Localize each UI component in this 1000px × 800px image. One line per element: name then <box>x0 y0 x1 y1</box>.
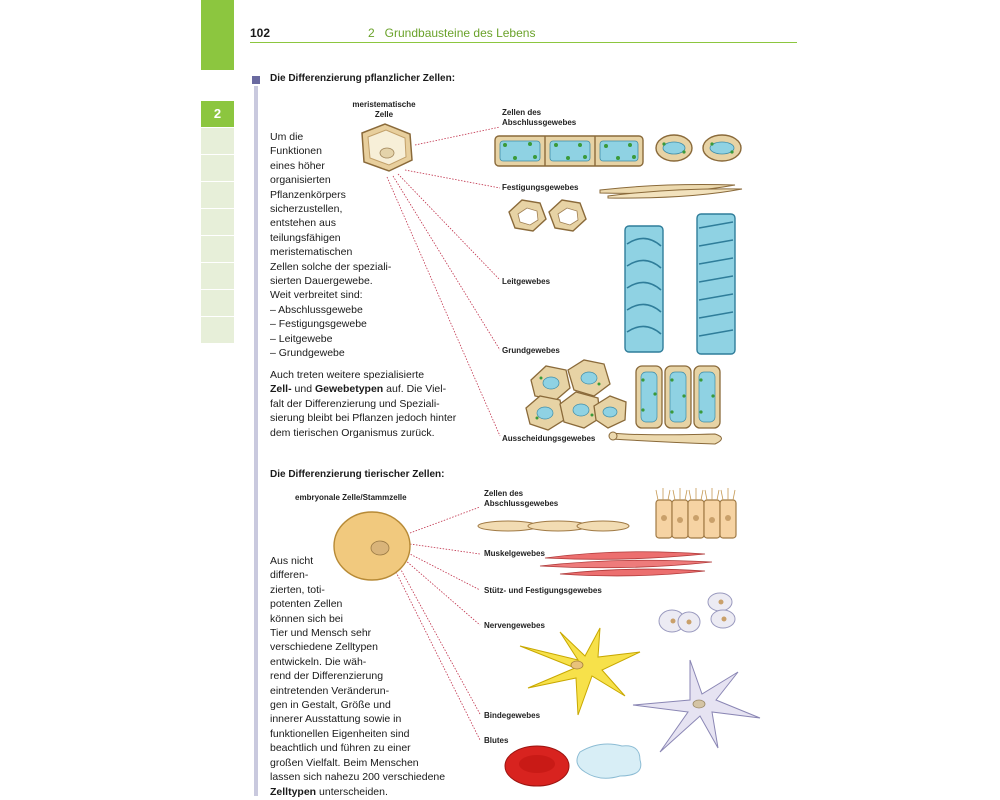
animal-cartilage-cells <box>659 593 735 632</box>
animal-epithelium <box>478 488 736 538</box>
animal-muscle-fibers <box>540 552 712 576</box>
animal-neuron <box>520 628 640 715</box>
animal-blood-cells <box>505 744 641 786</box>
animal-connective-cell <box>633 660 760 752</box>
stem-cell <box>334 512 410 580</box>
